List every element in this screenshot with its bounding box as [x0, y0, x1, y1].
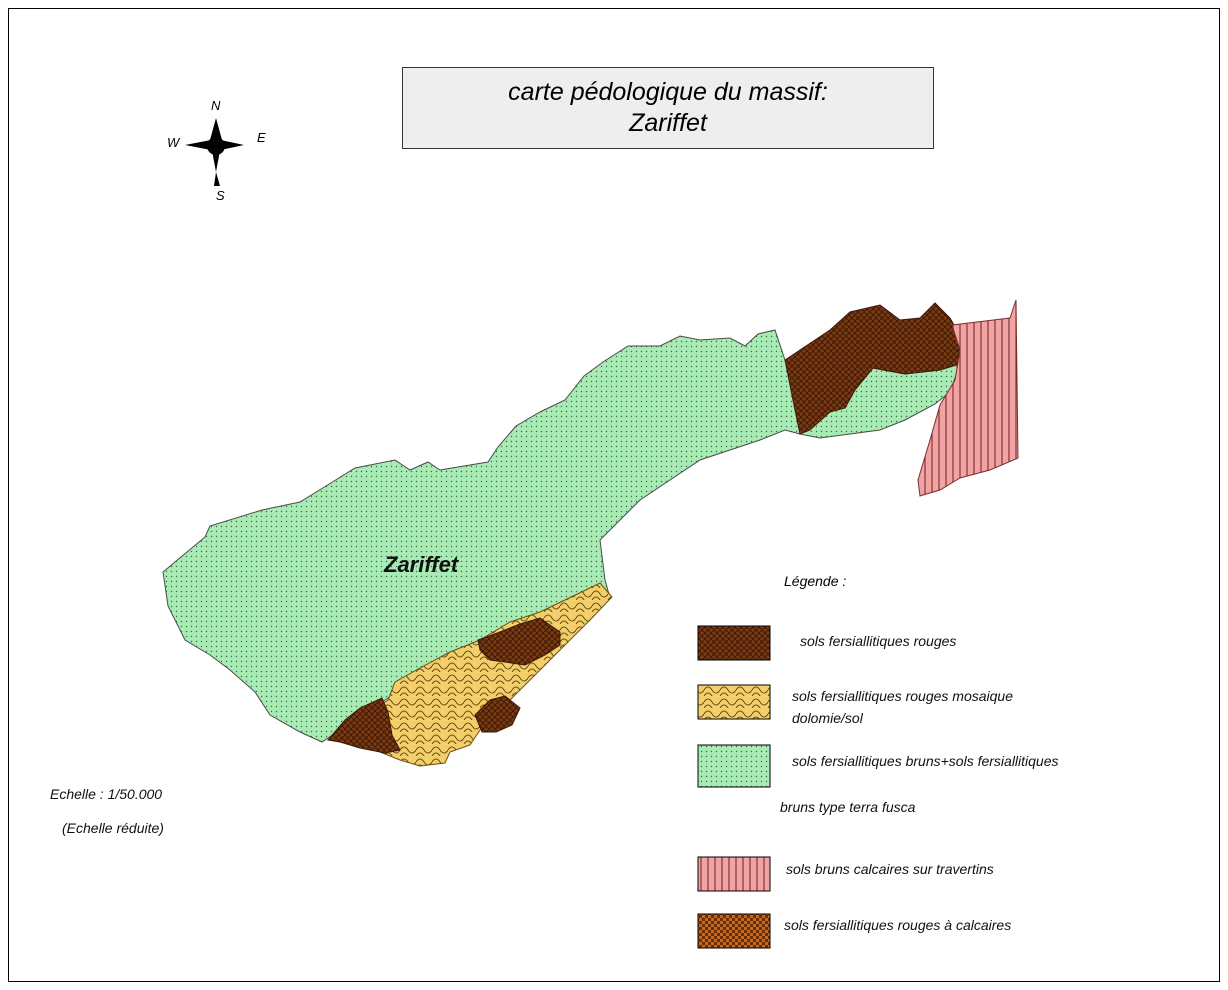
region-sols-fersiallitiques-rouges-patch3	[474, 695, 521, 733]
legend-label-bruns-line2: bruns type terra fusca	[780, 799, 916, 815]
compass-south-label: S	[216, 188, 225, 203]
legend-label-rouges: sols fersiallitiques rouges	[800, 633, 957, 649]
region-sols-bruns-calcaires	[917, 299, 1019, 497]
legend-swatch-calcaires-travertins	[697, 856, 771, 892]
legend-title: Légende :	[784, 573, 847, 589]
map-title-box: carte pédologique du massif: Zariffet	[402, 67, 934, 149]
scale-label: Echelle : 1/50.000	[50, 786, 163, 802]
compass-east-label: E	[257, 130, 266, 145]
compass-west-label: W	[167, 135, 181, 150]
legend-swatch-bruns	[697, 744, 771, 788]
legend-label-mosaique-line1: sols fersiallitiques rouges mosaique	[792, 688, 1013, 704]
legend-label-mosaique-line2: dolomie/sol	[792, 710, 863, 726]
scale-note: (Echelle réduite)	[62, 820, 164, 836]
legend-swatch-rouges-calcaires	[697, 913, 771, 949]
region-sols-fersiallitiques-rouges-patch2	[327, 697, 401, 754]
massif-name-label: Zariffet	[383, 552, 460, 577]
map-title-line2: Zariffet	[629, 109, 707, 137]
legend-swatch-rouges	[697, 625, 771, 661]
region-sols-fersiallitiques-rouges-patch1	[477, 617, 561, 666]
legend-label-bruns-line1: sols fersiallitiques bruns+sols fersiall…	[792, 753, 1059, 769]
map-title-line1: carte pédologique du massif:	[508, 77, 828, 106]
compass-rose-icon	[185, 118, 244, 186]
legend-swatch-mosaique	[697, 684, 771, 720]
legend-label-mosaique: sols fersiallitiques rouges mosaique dol…	[792, 685, 1013, 729]
legend-label-calcaires-travertins: sols bruns calcaires sur travertins	[786, 861, 994, 877]
compass-north-label: N	[211, 98, 221, 113]
legend-label-rouges-calcaires: sols fersiallitiques rouges à calcaires	[784, 917, 1012, 933]
